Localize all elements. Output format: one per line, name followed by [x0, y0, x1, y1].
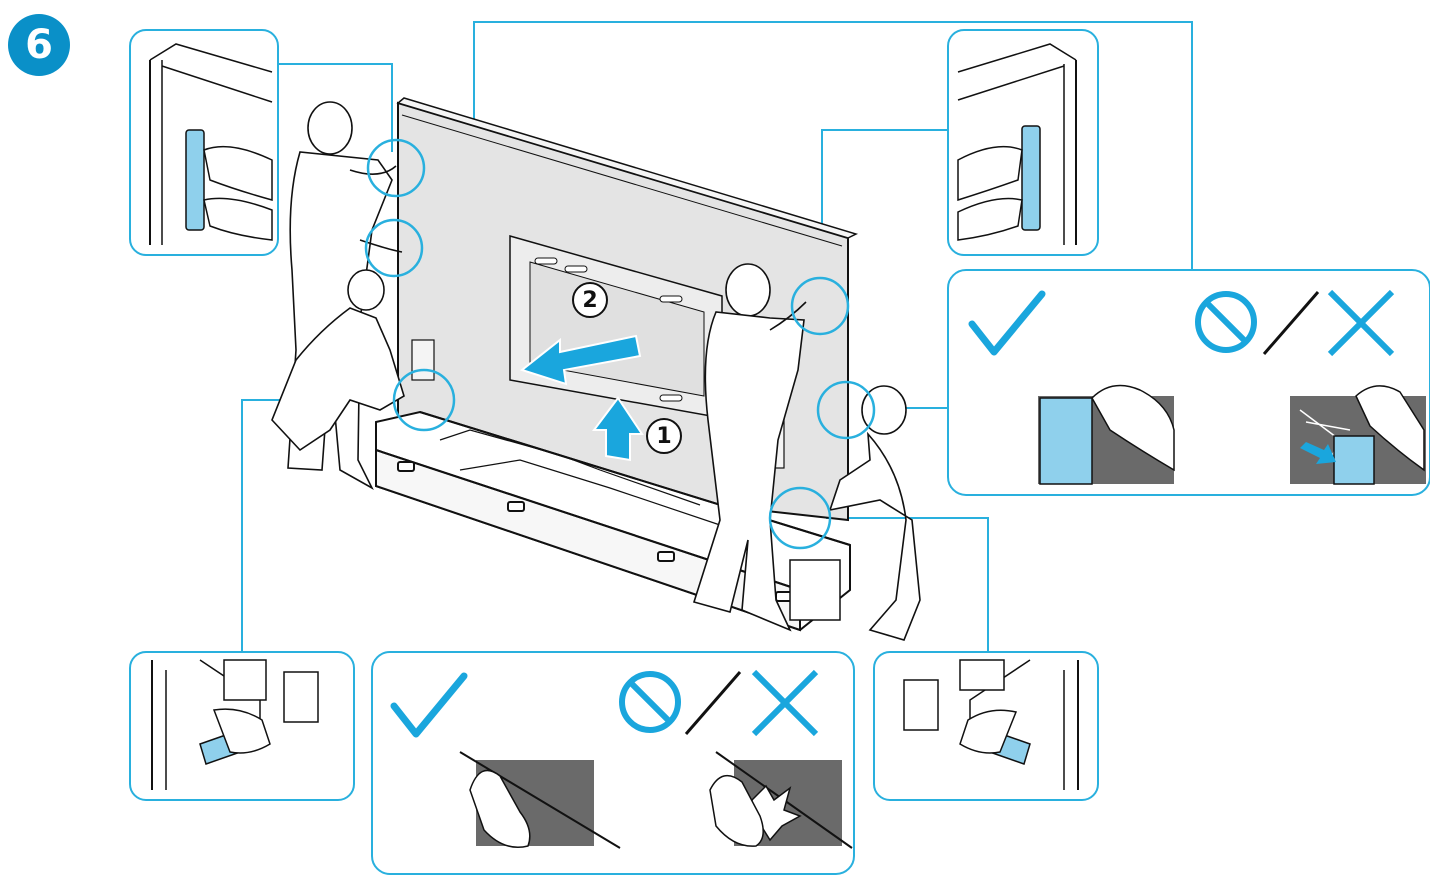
hand-icon	[959, 709, 1018, 754]
panel-grip-left	[129, 29, 279, 256]
callout-circles	[364, 138, 876, 550]
person-right-standing	[692, 263, 807, 632]
arrow-icon	[1300, 442, 1336, 464]
step-badge: 6	[8, 14, 70, 76]
leader-top-left	[278, 63, 393, 152]
check-icon	[390, 672, 468, 738]
hand-icon	[1355, 385, 1425, 472]
prohibition-icon	[619, 671, 681, 733]
hand-icon	[469, 769, 531, 848]
panel-base-grip-left	[129, 651, 355, 801]
arrow-pull-out	[519, 334, 642, 386]
hand-icon	[203, 145, 273, 201]
sub-step-2-marker: 2	[572, 282, 608, 318]
panel-base-grip-right	[873, 651, 1099, 801]
leader-bottom-right	[826, 517, 989, 652]
prohibition-icon	[1195, 291, 1257, 353]
people-lifting	[271, 101, 921, 641]
hand-icon	[957, 145, 1023, 202]
sub-step-1-marker: 1	[646, 418, 682, 454]
person-left-crouching	[271, 269, 405, 452]
grip-handle-icon	[1021, 125, 1041, 231]
cross-icon	[1327, 289, 1395, 357]
hand-icon	[1091, 384, 1175, 472]
panel-grip-right	[947, 29, 1099, 256]
cross-icon	[751, 669, 819, 737]
slash-divider	[1262, 291, 1320, 355]
panel-edge-handling	[371, 651, 855, 875]
arrow-lift-up	[592, 396, 644, 462]
person-right-crouching	[828, 385, 921, 641]
check-icon	[968, 290, 1046, 356]
slash-divider	[684, 671, 742, 735]
panel-glass-handling	[947, 269, 1430, 496]
hand-icon	[709, 774, 764, 847]
grip-handle-icon	[185, 129, 205, 231]
hand-icon	[212, 708, 271, 754]
